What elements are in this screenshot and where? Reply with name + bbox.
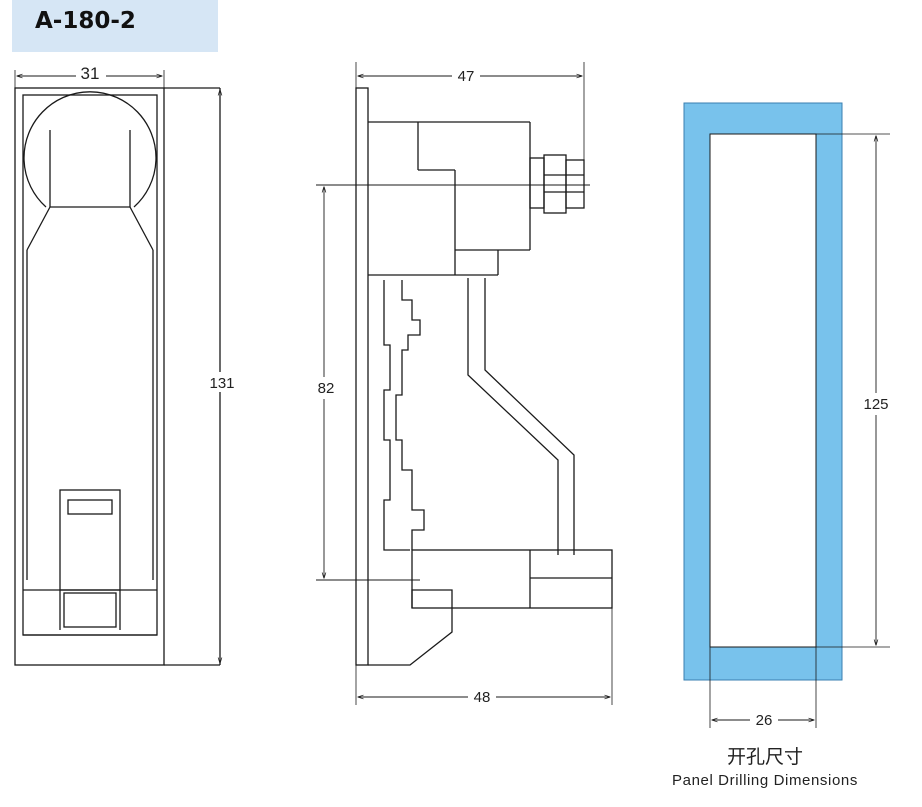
side-link-bar bbox=[467, 278, 559, 555]
side-lower-body bbox=[411, 549, 613, 609]
dim-side-inner: 82 bbox=[318, 380, 335, 397]
side-panel-flange bbox=[355, 87, 369, 666]
panel-cutout-view bbox=[683, 102, 890, 728]
front-inner-frame bbox=[22, 94, 158, 636]
dim-cutout-width: 26 bbox=[756, 712, 773, 729]
cutout-opening bbox=[709, 133, 817, 648]
dim-side-top: 47 bbox=[458, 68, 475, 85]
dim-front-width: 31 bbox=[81, 64, 100, 83]
model-title: A-180-2 bbox=[35, 8, 136, 34]
key-lock bbox=[59, 489, 121, 591]
caption-cn: 开孔尺寸 bbox=[727, 746, 803, 768]
front-view bbox=[14, 70, 220, 666]
bottom-latch bbox=[63, 592, 117, 628]
title-box: A-180-2 bbox=[12, 0, 218, 52]
side-stepped-rod bbox=[383, 280, 410, 551]
dim-front-height: 131 bbox=[209, 375, 234, 392]
caption-en: Panel Drilling Dimensions bbox=[672, 772, 858, 789]
side-nut bbox=[529, 157, 545, 209]
dim-cutout-height: 125 bbox=[863, 396, 888, 413]
handle-circle bbox=[23, 91, 157, 208]
front-outer-frame bbox=[14, 87, 165, 666]
side-view bbox=[316, 62, 613, 705]
dim-side-bottom: 48 bbox=[474, 689, 491, 706]
